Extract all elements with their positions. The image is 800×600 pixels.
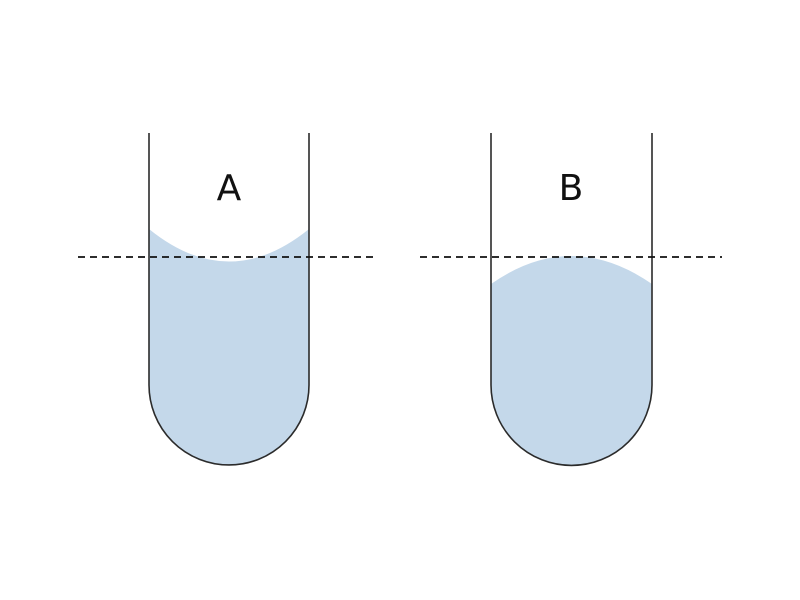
tube-a: A <box>148 133 310 466</box>
tube-a-label: A <box>217 168 242 209</box>
tube-b: B <box>490 133 653 467</box>
tube-a-liquid <box>149 229 309 465</box>
tube-b-liquid <box>491 256 652 466</box>
tube-b-outline <box>490 133 653 467</box>
tube-b-label: B <box>559 168 584 209</box>
tube-a-outline <box>148 133 310 466</box>
